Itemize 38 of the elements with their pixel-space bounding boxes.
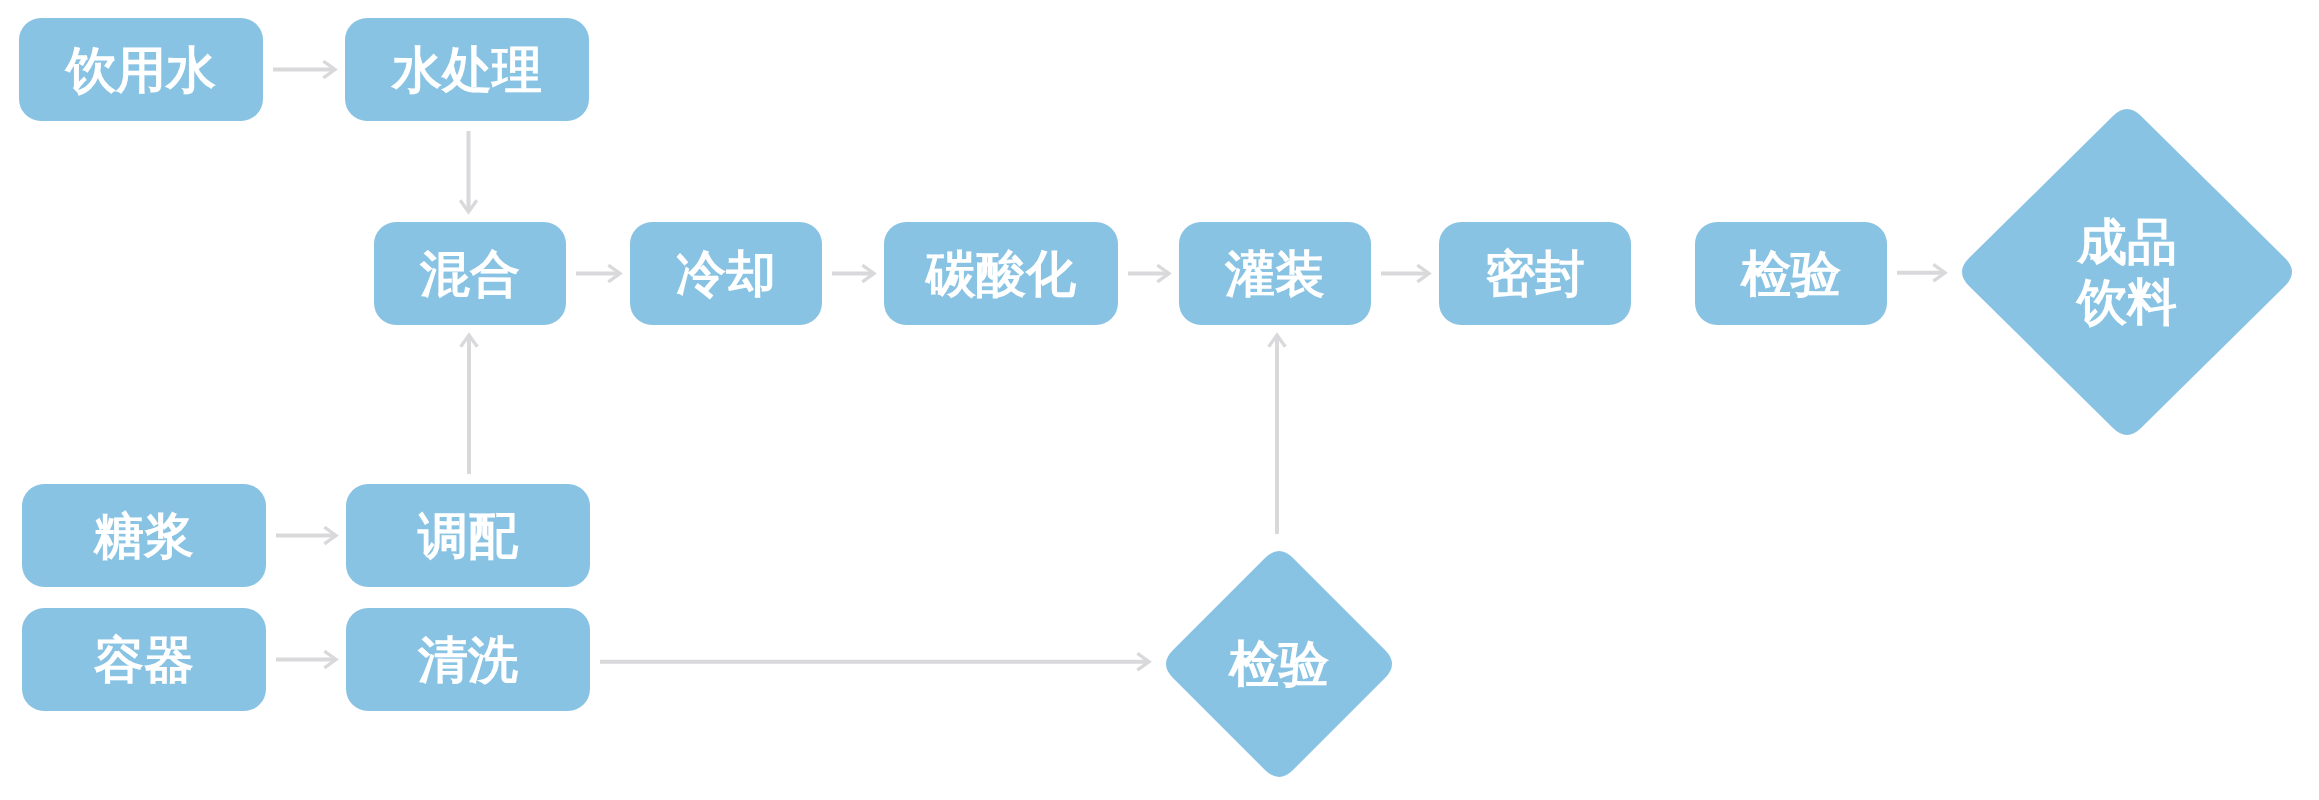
- arrow: [1267, 333, 1287, 534]
- process-box: [19, 18, 263, 121]
- arrow: [600, 651, 1151, 672]
- process-box: [374, 222, 566, 325]
- arrow: [276, 525, 338, 546]
- node-label: 冷却: [676, 243, 776, 304]
- arrow: [458, 131, 479, 214]
- process-box: [346, 608, 590, 711]
- node-label: 饮用水: [66, 39, 216, 100]
- node-label: 灌装: [1225, 243, 1325, 304]
- arrow: [576, 263, 622, 284]
- node-label: 水处理: [392, 39, 542, 100]
- arrow: [1897, 262, 1947, 283]
- process-box: [630, 222, 822, 325]
- process-box: [345, 18, 589, 121]
- node-label: 容器: [94, 629, 194, 690]
- node-label: 混合: [420, 243, 520, 304]
- node-label: 糖浆: [94, 505, 194, 566]
- process-box: [22, 484, 266, 587]
- arrow: [1381, 263, 1431, 284]
- node-label: 检验: [1741, 243, 1841, 304]
- process-box: [22, 608, 266, 711]
- arrow: [832, 263, 876, 284]
- arrow: [1128, 263, 1171, 284]
- process-box: [1439, 222, 1631, 325]
- process-box: [1179, 222, 1371, 325]
- node-label: 成品饮料: [2077, 212, 2177, 332]
- node-label: 清洗: [418, 629, 518, 690]
- node-label: 碳酸化: [926, 243, 1076, 304]
- arrow: [273, 59, 337, 80]
- node-label: 检验: [1229, 634, 1329, 694]
- process-box: [346, 484, 590, 587]
- node-label: 调配: [418, 505, 518, 566]
- node-label: 密封: [1485, 243, 1585, 304]
- process-box: [884, 222, 1118, 325]
- arrow: [459, 333, 479, 474]
- arrow: [276, 649, 338, 670]
- process-box: [1695, 222, 1887, 325]
